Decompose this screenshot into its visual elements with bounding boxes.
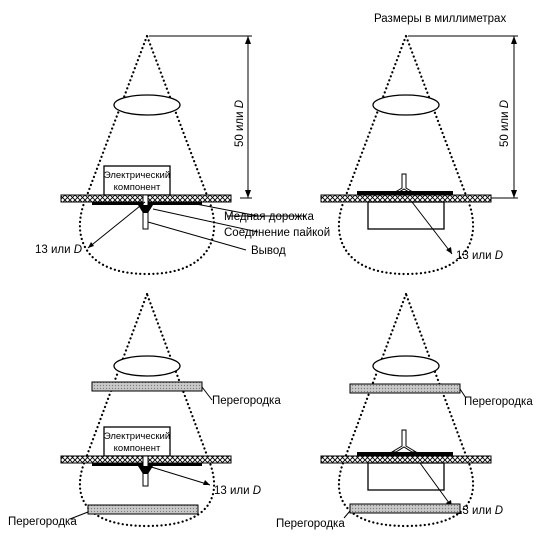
dimension-vertical-label: 50 или D (234, 100, 246, 147)
dimension-radius-label: 13 или D (456, 250, 503, 262)
barrier-top-label: Перегородка (464, 396, 533, 408)
flame-ellipse (113, 94, 181, 116)
label-solder-joint: Соединение пайкой (224, 227, 330, 239)
solder-joint (138, 466, 153, 474)
solder-joint (138, 205, 153, 213)
dimension-radius-label: 13 или D (214, 485, 261, 497)
panel-bottom-right: Перегородка 13 или D Перегородка (276, 290, 533, 530)
component-label-line2: компонент (114, 443, 161, 454)
label-lead: Вывод (251, 245, 286, 257)
dimension-radius-label: 13 или D (35, 244, 82, 256)
flame-envelope (78, 32, 216, 276)
flame-ellipse (113, 355, 181, 377)
electrical-component (103, 165, 171, 196)
component-label-line2: компонент (114, 182, 161, 193)
panel-top-left: 50 или D Электрический компонент 13 или … (35, 32, 330, 276)
component-label-line1: Электрический (104, 170, 170, 181)
dimension-radius-label: 13 или D (456, 505, 503, 517)
barrier-bottom-label: Перегородка (276, 518, 345, 530)
panel-top-right: 50 или D 13 или D (320, 32, 518, 276)
panel-bottom-left: Перегородка Электрический компонент 13 и… (8, 290, 281, 528)
component-label-line1: Электрический (104, 431, 170, 442)
barrier-bottom-label: Перегородка (8, 516, 77, 528)
barrier-bottom (87, 504, 199, 515)
dimension-vertical-label: 50 или D (499, 100, 511, 147)
barrier-top-label: Перегородка (212, 395, 281, 407)
solder-joint (357, 191, 453, 195)
circuit-board (320, 194, 492, 203)
electrical-component (367, 462, 445, 491)
solder-joint (357, 452, 453, 456)
component-lead (390, 429, 418, 453)
flame-envelope (337, 32, 475, 276)
flame-envelope (337, 290, 475, 528)
units-note: Размеры в миллиметрах (374, 13, 506, 25)
barrier-top (349, 383, 461, 394)
electrical-component (103, 426, 171, 457)
flame-ellipse (372, 94, 440, 116)
circuit-board (320, 455, 492, 464)
barrier-bottom (349, 503, 461, 514)
electrical-component (367, 201, 445, 230)
barrier-top (91, 381, 203, 392)
flame-ellipse (372, 355, 440, 377)
label-copper-track: Медная дорожка (224, 211, 314, 223)
flame-envelope (78, 290, 216, 528)
